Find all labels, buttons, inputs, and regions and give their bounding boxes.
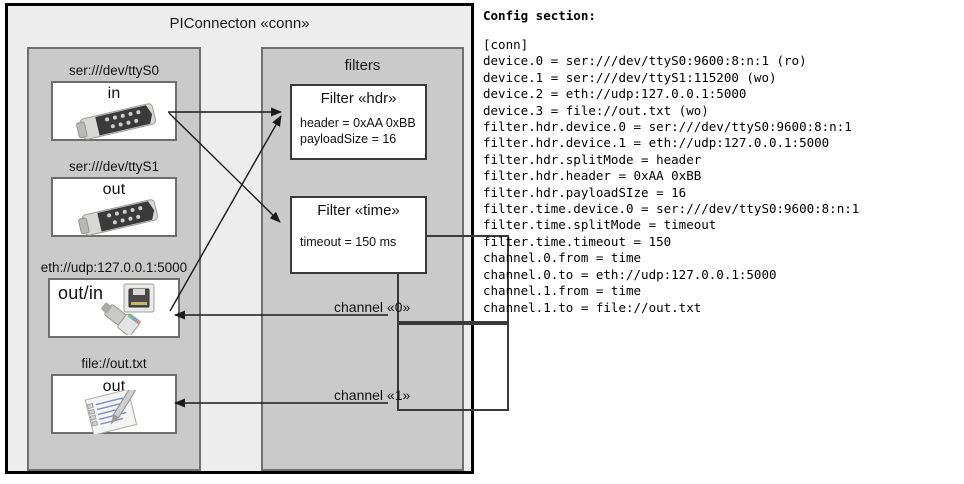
filter-box-time[interactable]: Filter «time» timeout = 150 ms	[290, 196, 427, 274]
filter-title-hdr: Filter «hdr»	[320, 90, 397, 107]
device-direction-eth: out/in	[58, 283, 104, 303]
serial-db9-icon	[78, 199, 159, 236]
config-line: filter.time.timeout = 150	[483, 233, 672, 249]
channel-box-0	[397, 235, 509, 323]
device-label-file: file://out.txt	[81, 356, 147, 371]
config-line: channel.0.from = time	[483, 250, 642, 266]
device-group-eth: eth://udp:127.0.0.1:5000 out/in	[29, 260, 199, 338]
device-box-eth[interactable]: out/in	[48, 278, 180, 338]
config-line: device.1 = ser:///dev/ttyS1:115200 (wo)	[483, 69, 777, 85]
device-direction-ttyS1: out	[102, 181, 126, 198]
filter-props-time: timeout = 150 ms	[300, 234, 396, 250]
filter-props-hdr: header = 0xAA 0xBB payloadSize = 16	[300, 115, 416, 147]
config-line: [conn]	[483, 37, 529, 52]
filter-box-hdr[interactable]: Filter «hdr» header = 0xAA 0xBB payloadS…	[290, 84, 427, 160]
device-box-ttyS1[interactable]: out	[51, 177, 177, 237]
notepad-pen-icon	[84, 390, 138, 434]
config-line: filter.hdr.device.0 = ser:///dev/ttyS0:9…	[483, 119, 852, 135]
config-line: filter.hdr.payloadSIze = 16	[483, 184, 687, 200]
config-line: device.0 = ser:///dev/ttyS0:9600:8:n:1 (…	[483, 53, 807, 69]
config-heading: Config section:	[483, 8, 596, 23]
config-line: filter.time.splitMode = timeout	[483, 217, 717, 233]
device-label-eth: eth://udp:127.0.0.1:5000	[40, 260, 188, 275]
config-line: channel.0.to = eth://udp:127.0.0.1:5000	[483, 266, 777, 282]
config-line: channel.1.from = time	[483, 283, 642, 299]
device-direction-ttyS0: in	[107, 85, 121, 102]
devices-panel: ser:///dev/ttyS0 in	[27, 47, 201, 471]
device-group-ttyS1: ser:///dev/ttyS1 out	[29, 159, 199, 237]
device-label-ttyS1: ser:///dev/ttyS1	[68, 159, 160, 174]
ethernet-jack-icon	[101, 283, 155, 335]
device-box-file[interactable]: out	[51, 374, 177, 434]
device-group-file: file://out.txt out	[29, 356, 199, 434]
config-line: filter.hdr.header = 0xAA 0xBB	[483, 168, 702, 184]
filters-panel-title: filters	[344, 57, 381, 74]
config-line: channel.1.to = file://out.txt	[483, 299, 702, 315]
config-section: Config section: [conn]device.0 = ser:///…	[483, 8, 961, 316]
filter-prop: timeout = 150 ms	[300, 235, 397, 249]
channel-box-1	[397, 323, 509, 411]
piconnector-component-box: PIConnecton «conn» ser:///dev/ttyS0 in	[5, 3, 509, 474]
device-box-ttyS0[interactable]: in	[51, 81, 177, 141]
config-line: filter.hdr.splitMode = header	[483, 151, 702, 167]
serial-db9-icon	[76, 103, 157, 140]
config-line: filter.hdr.device.1 = eth://udp:127.0.0.…	[483, 135, 830, 151]
filter-prop: payloadSize = 16	[300, 132, 397, 146]
config-line: device.3 = file://out.txt (wo)	[483, 102, 709, 118]
filter-prop: header = 0xAA 0xBB	[300, 116, 416, 130]
device-direction-file: out	[102, 378, 126, 395]
config-line: device.2 = eth://udp:127.0.0.1:5000	[483, 86, 747, 102]
component-title: PIConnecton «conn»	[169, 15, 310, 32]
filter-title-time: Filter «time»	[317, 202, 400, 219]
device-group-ttyS0: ser:///dev/ttyS0 in	[29, 63, 199, 141]
config-line: filter.time.device.0 = ser:///dev/ttyS0:…	[483, 201, 860, 217]
config-lines: [conn]device.0 = ser:///dev/ttyS0:9600:8…	[483, 37, 961, 316]
device-label-ttyS0: ser:///dev/ttyS0	[68, 63, 160, 78]
